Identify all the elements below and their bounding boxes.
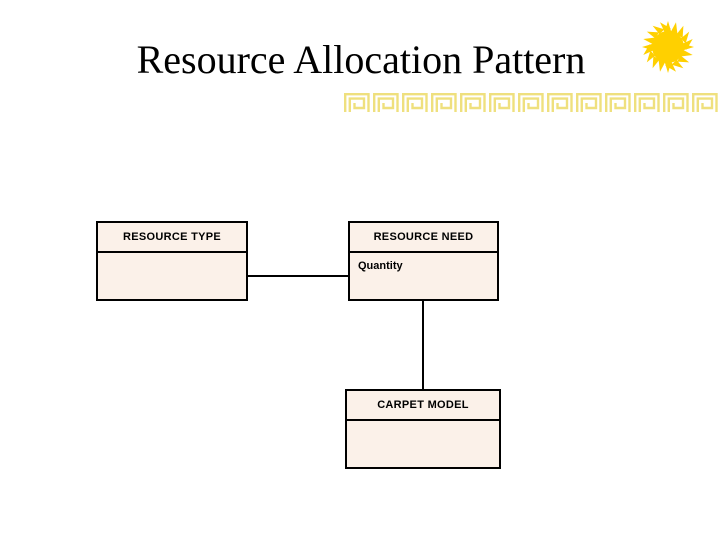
entity-attributes-resource-type (98, 253, 246, 299)
entity-box-resource-type[interactable]: RESOURCE TYPE (96, 221, 248, 301)
entity-attribute-quantity: Quantity (358, 260, 403, 272)
entity-box-carpet-model[interactable]: CARPET MODEL (345, 389, 501, 469)
connector-resource-need-to-carpet-model (422, 300, 424, 390)
entity-attributes-resource-need: Quantity (350, 253, 497, 299)
greek-key-border-icon (343, 92, 719, 114)
entity-attributes-carpet-model (347, 421, 499, 467)
entity-title-resource-need: RESOURCE NEED (350, 223, 497, 253)
connector-resource-type-to-resource-need (247, 275, 349, 277)
entity-title-carpet-model: CARPET MODEL (347, 391, 499, 421)
entity-box-resource-need[interactable]: RESOURCE NEED Quantity (348, 221, 499, 301)
sun-burst-icon (640, 19, 696, 75)
entity-title-resource-type: RESOURCE TYPE (98, 223, 246, 253)
page-title: Resource Allocation Pattern (136, 37, 586, 82)
